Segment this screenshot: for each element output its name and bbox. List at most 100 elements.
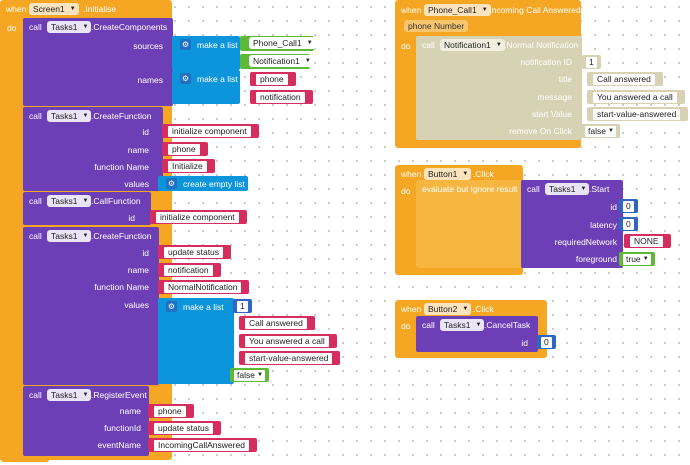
- string-call-answered[interactable]: Call answered: [587, 72, 663, 86]
- string-value[interactable]: NormalNotification: [164, 282, 242, 293]
- string-start-value-answered[interactable]: start-value-answered: [587, 107, 689, 121]
- string-value[interactable]: start-value-answered: [245, 353, 333, 364]
- start-block[interactable]: call Tasks1 .Start id latency requiredNe…: [521, 180, 623, 268]
- create-function-block-1[interactable]: call Tasks1 .CreateFunction id name func…: [23, 107, 163, 191]
- make-list-names-block[interactable]: ⚙ make a list: [172, 70, 240, 104]
- phone-call1-dropdown[interactable]: Phone_Call1: [424, 4, 491, 16]
- string-value[interactable]: IncomingCallAnswered: [154, 440, 249, 451]
- string-initialize-component[interactable]: initialize component: [162, 124, 259, 138]
- string-value[interactable]: NONE: [630, 236, 663, 247]
- string-phone[interactable]: phone: [250, 72, 296, 86]
- boolean-value[interactable]: false: [585, 126, 616, 137]
- function-name-label: function Name: [94, 282, 149, 292]
- string-initialize[interactable]: Initialize: [162, 159, 215, 173]
- string-call-answered[interactable]: Call answered: [239, 316, 315, 330]
- string-value[interactable]: update status: [164, 247, 224, 258]
- gear-icon[interactable]: ⚙: [180, 39, 191, 50]
- name-label: name: [127, 145, 149, 155]
- call-function-block[interactable]: call Tasks1 .CallFunction id: [23, 192, 151, 225]
- string-normal-notification[interactable]: NormalNotification: [158, 280, 250, 294]
- button2-dropdown[interactable]: Button2: [424, 303, 472, 315]
- remove-on-click-label: remove On Click: [509, 126, 572, 136]
- string-value[interactable]: Call answered: [245, 318, 307, 329]
- number-value[interactable]: 0: [623, 219, 634, 230]
- phone-number-param[interactable]: phone Number: [404, 20, 469, 32]
- string-value[interactable]: phone: [256, 74, 288, 85]
- normal-notification-block[interactable]: call Notification1 .Normal Notification …: [416, 36, 582, 140]
- call-label: call: [527, 184, 540, 194]
- create-function-block-2[interactable]: call Tasks1 .CreateFunction id name func…: [23, 227, 159, 385]
- cancel-task-method: .CancelTask: [484, 320, 531, 330]
- string-value[interactable]: You answered a call: [593, 92, 677, 103]
- string-notification[interactable]: notification: [250, 90, 313, 104]
- string-value[interactable]: phone: [168, 144, 200, 155]
- gear-icon[interactable]: ⚙: [180, 73, 191, 84]
- component-notification1-block[interactable]: Notification1: [240, 54, 314, 69]
- string-value[interactable]: update status: [154, 423, 214, 434]
- string-phone[interactable]: phone: [148, 404, 194, 418]
- click-event: .Click: [473, 304, 494, 314]
- tasks1-dropdown[interactable]: Tasks1: [47, 110, 92, 122]
- notification1-dropdown[interactable]: Notification1: [440, 39, 505, 51]
- string-value[interactable]: Initialize: [168, 161, 207, 172]
- call-label: call: [29, 22, 42, 32]
- string-notification[interactable]: notification: [158, 263, 221, 277]
- sources-label: sources: [133, 41, 163, 51]
- string-value[interactable]: start-value-answered: [593, 109, 681, 120]
- string-value[interactable]: phone: [154, 406, 186, 417]
- cancel-task-block[interactable]: call Tasks1 .CancelTask id: [416, 316, 538, 352]
- string-value[interactable]: initialize component: [156, 212, 239, 223]
- make-list-sources-block[interactable]: ⚙ make a list: [172, 36, 240, 70]
- string-you-answered-a-call[interactable]: You answered a call: [587, 90, 685, 104]
- string-incoming-call-answered[interactable]: IncomingCallAnswered: [148, 438, 257, 452]
- number-value[interactable]: 0: [541, 337, 552, 348]
- string-value[interactable]: You answered a call: [245, 336, 329, 347]
- boolean-false[interactable]: false: [581, 124, 620, 138]
- string-update-status[interactable]: update status: [158, 245, 232, 259]
- string-initialize-component[interactable]: initialize component: [150, 210, 247, 224]
- number-id[interactable]: 0: [619, 199, 638, 213]
- number-latency[interactable]: 0: [619, 217, 638, 231]
- tasks1-dropdown[interactable]: Tasks1: [47, 21, 92, 33]
- string-update-status[interactable]: update status: [148, 421, 222, 435]
- button1-dropdown[interactable]: Button1: [424, 168, 472, 180]
- number-id[interactable]: 0: [537, 335, 556, 349]
- name-label: name: [127, 265, 149, 275]
- notification1-dropdown[interactable]: Notification1: [249, 55, 314, 67]
- number-notification-id[interactable]: 1: [582, 55, 601, 69]
- boolean-value[interactable]: false: [234, 370, 265, 381]
- string-value[interactable]: notification: [164, 265, 213, 276]
- string-value[interactable]: notification: [256, 92, 305, 103]
- string-start-value-answered[interactable]: start-value-answered: [239, 351, 341, 365]
- string-value[interactable]: initialize component: [168, 126, 251, 137]
- number-value[interactable]: 0: [623, 201, 634, 212]
- string-phone[interactable]: phone: [162, 142, 208, 156]
- boolean-value[interactable]: true: [623, 254, 651, 265]
- string-none[interactable]: NONE: [624, 234, 671, 248]
- number-value[interactable]: 1: [237, 301, 248, 312]
- screen1-dropdown[interactable]: Screen1: [29, 3, 79, 15]
- call-label: call: [29, 231, 42, 241]
- string-you-answered-a-call[interactable]: You answered a call: [239, 334, 337, 348]
- tasks1-dropdown[interactable]: Tasks1: [545, 183, 590, 195]
- tasks1-dropdown[interactable]: Tasks1: [440, 319, 485, 331]
- create-components-block[interactable]: call Tasks1 .CreateComponents sources na…: [23, 18, 173, 106]
- register-event-block[interactable]: call Tasks1 .RegisterEvent name function…: [23, 386, 149, 456]
- boolean-true[interactable]: true: [619, 252, 655, 266]
- number-1[interactable]: 1: [233, 299, 252, 313]
- component-phone-call1-block[interactable]: Phone_Call1: [240, 36, 316, 51]
- gear-icon[interactable]: ⚙: [166, 178, 177, 189]
- gear-icon[interactable]: ⚙: [166, 301, 177, 312]
- tasks1-dropdown[interactable]: Tasks1: [47, 389, 92, 401]
- create-empty-list-block[interactable]: ⚙ create empty list: [158, 176, 248, 191]
- string-value[interactable]: Call answered: [593, 74, 655, 85]
- tasks1-dropdown[interactable]: Tasks1: [47, 230, 92, 242]
- tasks1-dropdown[interactable]: Tasks1: [47, 195, 92, 207]
- phone-call1-dropdown[interactable]: Phone_Call1: [249, 37, 316, 49]
- click-event: .Click: [473, 169, 494, 179]
- make-list-values-block[interactable]: ⚙ make a list: [158, 298, 234, 384]
- boolean-false[interactable]: false: [230, 368, 269, 382]
- register-event-method: .RegisterEvent: [91, 390, 147, 400]
- number-value[interactable]: 1: [586, 57, 597, 68]
- evaluate-ignore-block[interactable]: evaluate but ignore result: [416, 180, 522, 268]
